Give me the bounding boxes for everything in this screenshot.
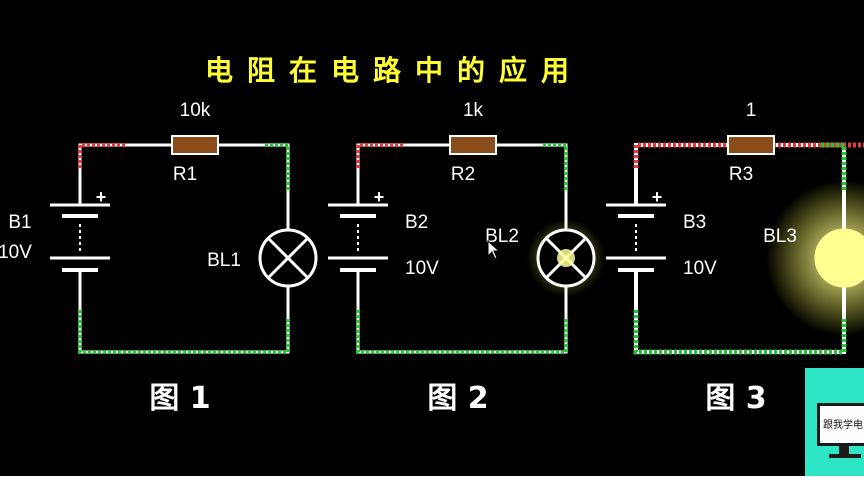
battery-plus-sign: + (374, 187, 385, 207)
wire-return-segment (821, 142, 847, 190)
channel-logo: 跟我学电 (805, 368, 864, 486)
battery-voltage: 10V (683, 258, 717, 279)
circuit-3: 1R3 + B3 10V BL3 图 3 (606, 100, 864, 416)
battery-name: B3 (683, 212, 706, 233)
battery-name: B2 (405, 212, 428, 233)
wire-top-left (356, 143, 452, 207)
wire-top-left (634, 143, 730, 207)
wire-bottom (356, 270, 568, 354)
wire-positive-segment (356, 143, 404, 168)
battery-voltage: 10V (405, 258, 439, 279)
bulb (814, 228, 864, 288)
battery-plus-sign: + (96, 187, 107, 207)
figure-label: 图 3 (705, 381, 766, 416)
wire-positive-segment (633, 142, 864, 168)
figure-label: 图 2 (427, 381, 488, 416)
bulb-filament-glow (557, 249, 575, 267)
resistor-body (171, 135, 219, 155)
bulb-name: BL1 (207, 250, 241, 271)
resistor-name: R1 (173, 164, 197, 185)
resistor-value: 1k (463, 100, 484, 121)
resistor-body (449, 135, 497, 155)
bulb-cross (266, 236, 310, 280)
battery-name: B1 (8, 212, 31, 233)
diagram-title: 电阻在电路中的应用 (205, 54, 583, 87)
resistor-body (727, 135, 775, 155)
figure-label: 图 1 (149, 381, 210, 416)
monitor-base (829, 454, 861, 458)
resistor-name: R3 (729, 164, 753, 185)
wire-positive-segment (78, 143, 126, 168)
wire-negative-segment (633, 310, 847, 355)
mouse-cursor-icon (487, 239, 501, 260)
monitor-icon: 跟我学电 (817, 403, 864, 446)
battery-voltage: 10V (0, 242, 32, 263)
wire-bottom (78, 270, 290, 354)
bulb-name: BL3 (763, 226, 797, 247)
wire-return-segment (543, 143, 568, 190)
bottom-strip (0, 476, 864, 486)
resistor-name: R2 (451, 164, 475, 185)
resistor-value: 10k (180, 100, 211, 121)
bulb-name: BL2 (485, 226, 519, 247)
wire-negative-segment (356, 310, 568, 354)
resistor-value: 1 (746, 100, 757, 121)
wire-negative-segment (78, 310, 290, 354)
wire-return-segment (265, 143, 290, 190)
logo-text: 跟我学电 (823, 420, 863, 431)
wire-top-left (78, 143, 174, 207)
monitor-stand (839, 446, 849, 456)
battery-plus-sign: + (652, 187, 663, 207)
